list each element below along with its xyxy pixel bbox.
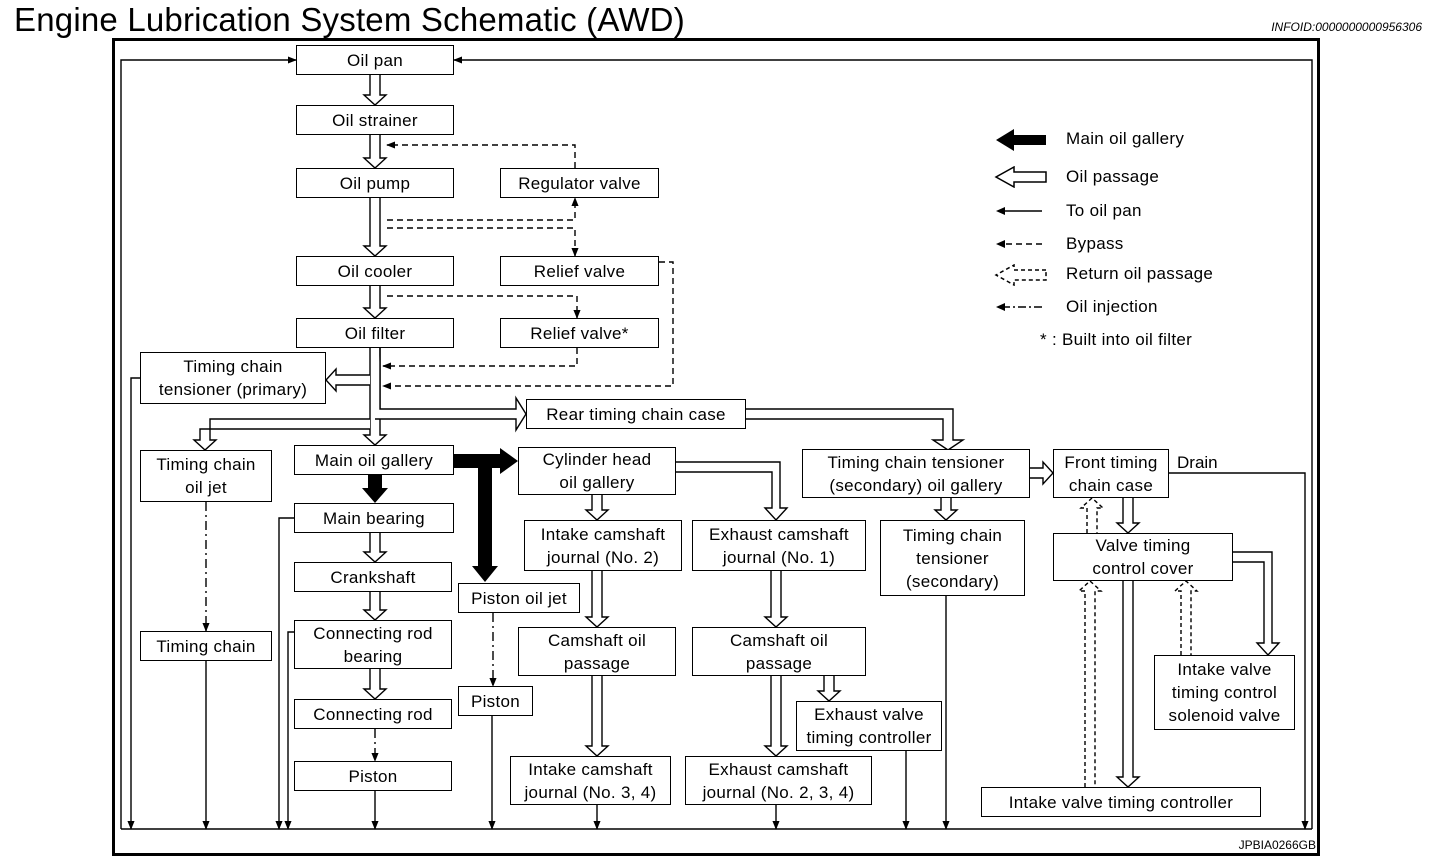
main-gallery-to-bearing [362, 475, 388, 503]
drain-main-bearing [275, 517, 294, 830]
box-connecting-rod: Connecting rod [294, 699, 452, 729]
box-connecting-rod-bearing: Connecting rod bearing [294, 620, 452, 669]
box-oil-pan: Oil pan [296, 45, 454, 75]
passage-gallery-front-case [1030, 460, 1054, 486]
box-intake-camshaft-journal-3-4: Intake camshaft journal (No. 3, 4) [510, 756, 671, 805]
bypass-pump-relief [387, 227, 579, 257]
passage-intake-cam-j34 [584, 676, 610, 757]
legend-bypass-label: Bypass [1066, 234, 1124, 253]
drain-label: Drain [1177, 453, 1218, 472]
box-regulator-valve: Regulator valve [500, 168, 659, 198]
legend-oil-passage-icon [994, 166, 1047, 188]
box-intake-valve-timing-control-solenoid: Intake valve timing control solenoid val… [1154, 655, 1295, 730]
passage-head-exhaust [676, 461, 789, 522]
page-title: Engine Lubrication System Schematic (AWD… [14, 1, 685, 38]
bypass-relief-return [382, 261, 674, 390]
passage-conrod-bearing-conrod [362, 669, 388, 700]
box-main-bearing: Main bearing [294, 503, 454, 533]
passage-tct-gallery-tct [933, 498, 959, 521]
bypass-regulator-strainer [386, 141, 576, 168]
box-relief-valve: Relief valve [500, 256, 659, 286]
legend-oil-injection-icon [996, 303, 1042, 311]
passage-pump-cooler [362, 198, 388, 257]
return-left-to-pan [120, 56, 297, 829]
return-solenoid-vtc [1173, 580, 1199, 655]
box-tct-secondary-oil-gallery: Timing chain tensioner (secondary) oil g… [802, 449, 1030, 498]
box-oil-strainer: Oil strainer [296, 105, 454, 135]
legend-return-passage-icon [994, 264, 1047, 286]
legend-oil-passage-label: Oil passage [1066, 167, 1160, 186]
bypass-relief-star-return [382, 348, 578, 370]
bypass-cooler-relief-star [387, 295, 581, 319]
box-exhaust-camshaft-journal-1: Exhaust camshaft journal (No. 1) [692, 520, 866, 571]
passage-exhaust-cam-controller [816, 676, 842, 702]
box-crankshaft: Crankshaft [294, 562, 452, 592]
box-exhaust-camshaft-journal-2-3-4: Exhaust camshaft journal (No. 2, 3, 4) [685, 756, 872, 805]
passage-filter-gallery [362, 348, 388, 446]
box-timing-chain-tensioner-primary: Timing chain tensioner (primary) [140, 352, 326, 404]
passage-intake-j2-cam [584, 571, 610, 628]
legend-return-passage-label: Return oil passage [1066, 264, 1214, 283]
box-piston-oil-jet: Piston oil jet [458, 583, 580, 613]
legend-oil-injection-label: Oil injection [1066, 297, 1158, 316]
box-oil-cooler: Oil cooler [296, 256, 454, 286]
box-relief-valve-star: Relief valve* [500, 318, 659, 348]
figure-code: JPBIA0266GB [1238, 838, 1316, 852]
legend-main-oil-gallery-icon [996, 129, 1046, 151]
box-rear-timing-chain-case: Rear timing chain case [526, 399, 746, 429]
box-camshaft-oil-passage-exhaust: Camshaft oil passage [692, 627, 866, 676]
box-timing-chain-tensioner-secondary: Timing chain tensioner (secondary) [880, 520, 1025, 596]
passage-cooler-filter [362, 286, 388, 319]
box-piston-jet-target: Piston [458, 686, 533, 716]
legend-to-oil-pan-label: To oil pan [1066, 201, 1142, 220]
passage-filter-tct-primary [325, 367, 370, 393]
legend-main-oil-gallery-label: Main oil gallery [1066, 129, 1185, 148]
passage-bearing-crank [362, 533, 388, 563]
drain-tct-primary [127, 377, 140, 830]
info-id: INFOID:0000000000956306 [1271, 20, 1422, 34]
bypass-pump-regulator [387, 197, 579, 221]
box-exhaust-valve-timing-controller: Exhaust valve timing controller [796, 701, 942, 751]
legend-to-oil-pan-icon [996, 207, 1042, 215]
passage-pan-strainer [362, 75, 388, 106]
box-intake-valve-timing-controller: Intake valve timing controller [981, 787, 1261, 817]
drain-conrod-bearing [284, 631, 294, 830]
box-oil-filter: Oil filter [296, 318, 454, 348]
box-cylinder-head-oil-gallery: Cylinder head oil gallery [518, 447, 676, 495]
return-vtc-front-case [1079, 497, 1105, 533]
box-intake-camshaft-journal-2: Intake camshaft journal (No. 2) [524, 520, 682, 571]
legend-bypass-icon [996, 240, 1042, 248]
box-timing-chain: Timing chain [140, 631, 272, 661]
passage-front-case-vtc-cover [1115, 498, 1141, 534]
return-controller-vtc [1077, 580, 1103, 787]
diagram-frame [112, 38, 1320, 856]
legend-note: * : Built into oil filter [1040, 330, 1193, 349]
box-valve-timing-control-cover: Valve timing control cover [1053, 533, 1233, 581]
passage-crank-conrod-bearing [362, 592, 388, 621]
return-right-to-pan [453, 56, 1313, 829]
passage-rear-tct-secondary-gallery [746, 408, 966, 451]
passage-filter-rear-case [375, 348, 527, 433]
passage-vtc-intake-controller [1115, 581, 1141, 788]
drain-front-case [1169, 472, 1309, 830]
main-gallery-head-and-jet [454, 448, 518, 582]
box-front-timing-chain-case: Front timing chain case [1053, 449, 1169, 498]
passage-vtc-solenoid [1233, 551, 1281, 657]
box-timing-chain-oil-jet: Timing chain oil jet [140, 450, 272, 502]
box-main-oil-gallery: Main oil gallery [294, 445, 454, 475]
box-camshaft-oil-passage-intake: Camshaft oil passage [518, 627, 676, 676]
passage-exhaust-j1-cam [763, 571, 789, 628]
passage-exhaust-cam-j234 [763, 676, 789, 757]
passage-head-intake-j2 [584, 495, 610, 521]
box-piston: Piston [294, 761, 452, 791]
box-oil-pump: Oil pump [296, 168, 454, 198]
passage-strainer-pump [362, 135, 388, 169]
